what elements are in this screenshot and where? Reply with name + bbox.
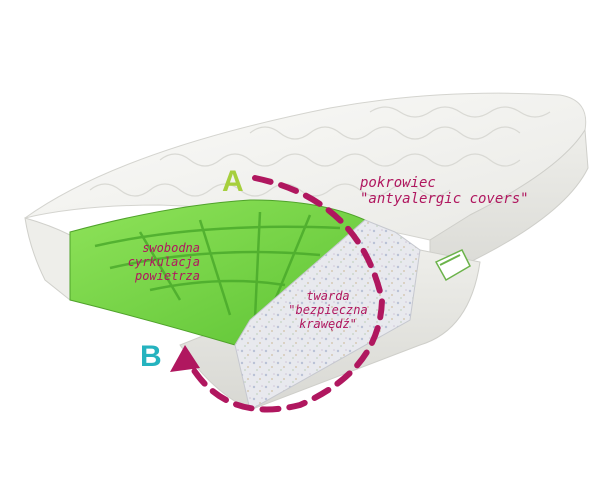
cover-label: pokrowiec "antyalergic covers" bbox=[360, 175, 529, 208]
dashed-curved-arrow bbox=[182, 175, 386, 413]
mattress-right-side bbox=[429, 128, 589, 291]
firm-edge-label: twarda "bezpieczna krawędź" bbox=[288, 289, 368, 331]
quilting-pattern bbox=[89, 106, 551, 197]
mattress-left-side bbox=[24, 217, 71, 302]
letter-b-marker: B bbox=[140, 340, 162, 373]
arrow-head-icon bbox=[170, 345, 200, 372]
letter-a-marker: A bbox=[222, 165, 244, 198]
firm-edge-foam bbox=[234, 219, 421, 411]
foam-grid-lines bbox=[94, 211, 341, 319]
green-fabric-tag bbox=[434, 249, 471, 282]
air-circulation-label: swobodna cyrkulacja powietrza bbox=[127, 241, 200, 283]
